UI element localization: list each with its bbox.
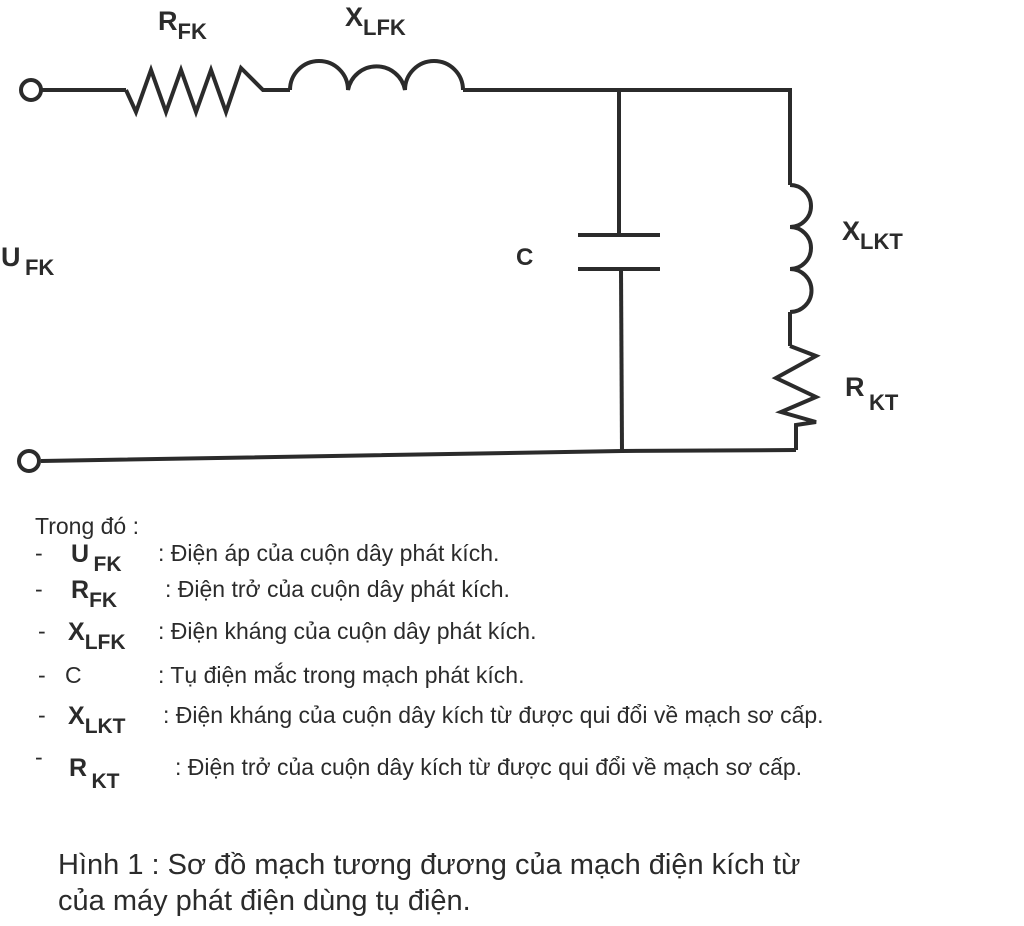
wire-cap-bottom (619, 268, 624, 453)
legend-title: Trong đó : (35, 513, 139, 539)
legend-dash: - (35, 540, 43, 566)
label-r-kt: R KT (845, 372, 898, 414)
label-x-lkt-symbol: X (842, 216, 861, 246)
legend-symbol-main: X (68, 702, 85, 730)
legend-description: : Tụ điện mắc trong mạch phát kích. (158, 662, 525, 688)
label-r-kt-symbol: R (845, 372, 865, 402)
label-r-kt-subscript: KT (868, 390, 899, 415)
label-u-fk-subscript: FK (24, 255, 55, 280)
legend-description: : Điện trở của cuộn dây kích từ được qui… (175, 754, 803, 780)
circuit-diagram (17, 59, 821, 473)
label-c-symbol: C (516, 244, 534, 271)
label-r-fk-subscript: FK (177, 19, 207, 44)
resistor-r-fk (124, 64, 290, 119)
legend-dash: - (38, 702, 46, 728)
label-c: C (516, 246, 533, 270)
legend-symbol-main: X (68, 618, 85, 646)
legend-symbol-subscript: KT (91, 770, 120, 793)
label-x-lfk-symbol: X (345, 2, 364, 32)
legend-dash: - (35, 576, 43, 602)
terminal-top (19, 78, 43, 102)
label-x-lfk: XLFK (345, 2, 406, 39)
legend-symbol-main: R (69, 754, 88, 782)
legend-description: : Điện áp của cuộn dây phát kích. (158, 540, 500, 566)
legend-dash: - (38, 618, 46, 644)
legend-description: : Điện kháng của cuộn dây kích từ được q… (163, 702, 824, 728)
legend-symbol: C (65, 662, 82, 689)
inductor-x-lkt (789, 183, 814, 314)
legend-symbol-subscript: FK (93, 553, 122, 576)
legend-dash: - (35, 744, 43, 770)
legend-symbol-subscript: LFK (84, 631, 126, 654)
legend-symbol: R KT (69, 754, 120, 793)
label-r-fk-symbol: R (158, 6, 178, 36)
wire-bottom (40, 448, 797, 463)
label-r-fk: RFK (158, 6, 207, 43)
legend-description: : Điện kháng của cuộn dây phát kích. (158, 618, 537, 644)
inductor-x-lfk (288, 59, 465, 91)
legend-symbol: U FK (71, 540, 122, 576)
resistor-r-kt (771, 344, 821, 450)
legend-dash: - (38, 662, 46, 688)
caption-line-1: Hình 1 : Sơ đồ mạch tương đương của mạch… (58, 849, 801, 881)
legend-symbol-main: U (71, 540, 90, 568)
caption-line-2: của máy phát điện dùng tụ điện. (58, 885, 471, 917)
label-u-fk-symbol: U (1, 242, 21, 272)
legend-symbol-subscript: LKT (84, 715, 126, 738)
label-x-lkt-subscript: LKT (860, 229, 903, 254)
legend-symbol-main: R (71, 576, 90, 604)
terminal-bottom (17, 449, 41, 473)
legend-symbol: XLFK (68, 618, 126, 654)
legend-symbol-subscript: FK (89, 589, 118, 612)
figure-caption: Hình 1 : Sơ đồ mạch tương đương của mạch… (58, 847, 800, 919)
label-x-lkt: XLKT (842, 216, 903, 253)
legend-symbol: RFK (71, 576, 117, 612)
legend-description: : Điện trở của cuộn dây phát kích. (165, 576, 510, 602)
label-u-fk: U FK (1, 242, 54, 279)
wire-top-right (463, 88, 792, 185)
legend-symbol-main: C (65, 662, 82, 688)
legend-symbol: XLKT (68, 702, 126, 738)
label-x-lfk-subscript: LFK (363, 15, 406, 40)
